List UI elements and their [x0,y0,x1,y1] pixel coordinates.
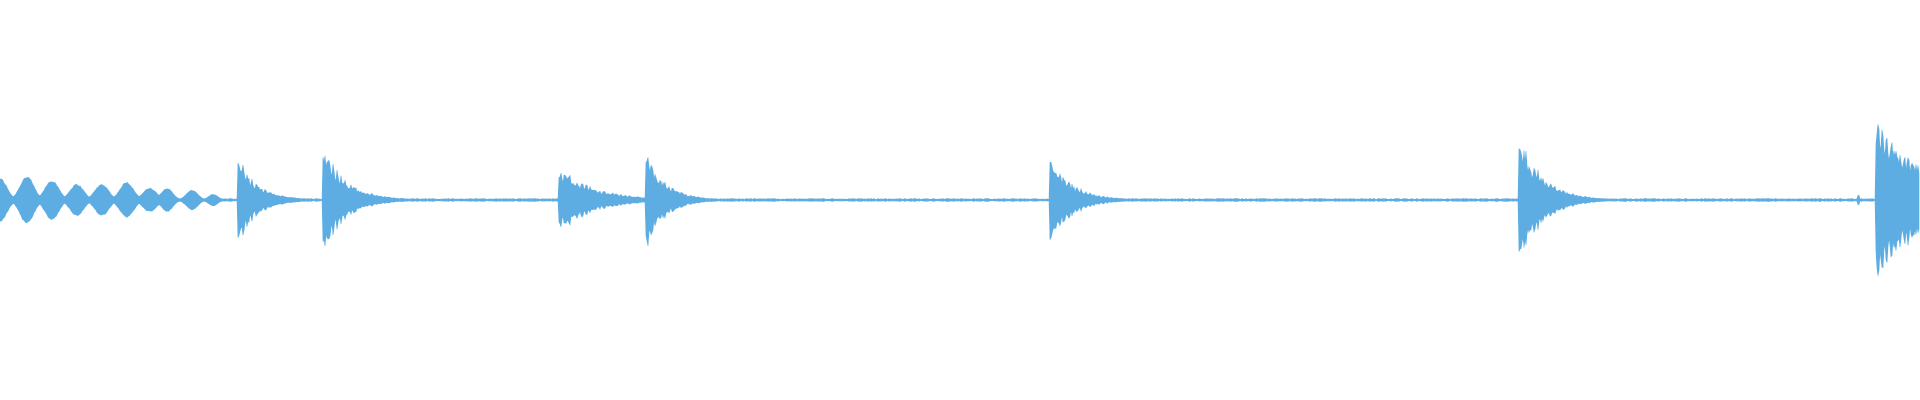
audio-waveform[interactable] [0,0,1920,400]
waveform-view[interactable] [0,0,1920,400]
